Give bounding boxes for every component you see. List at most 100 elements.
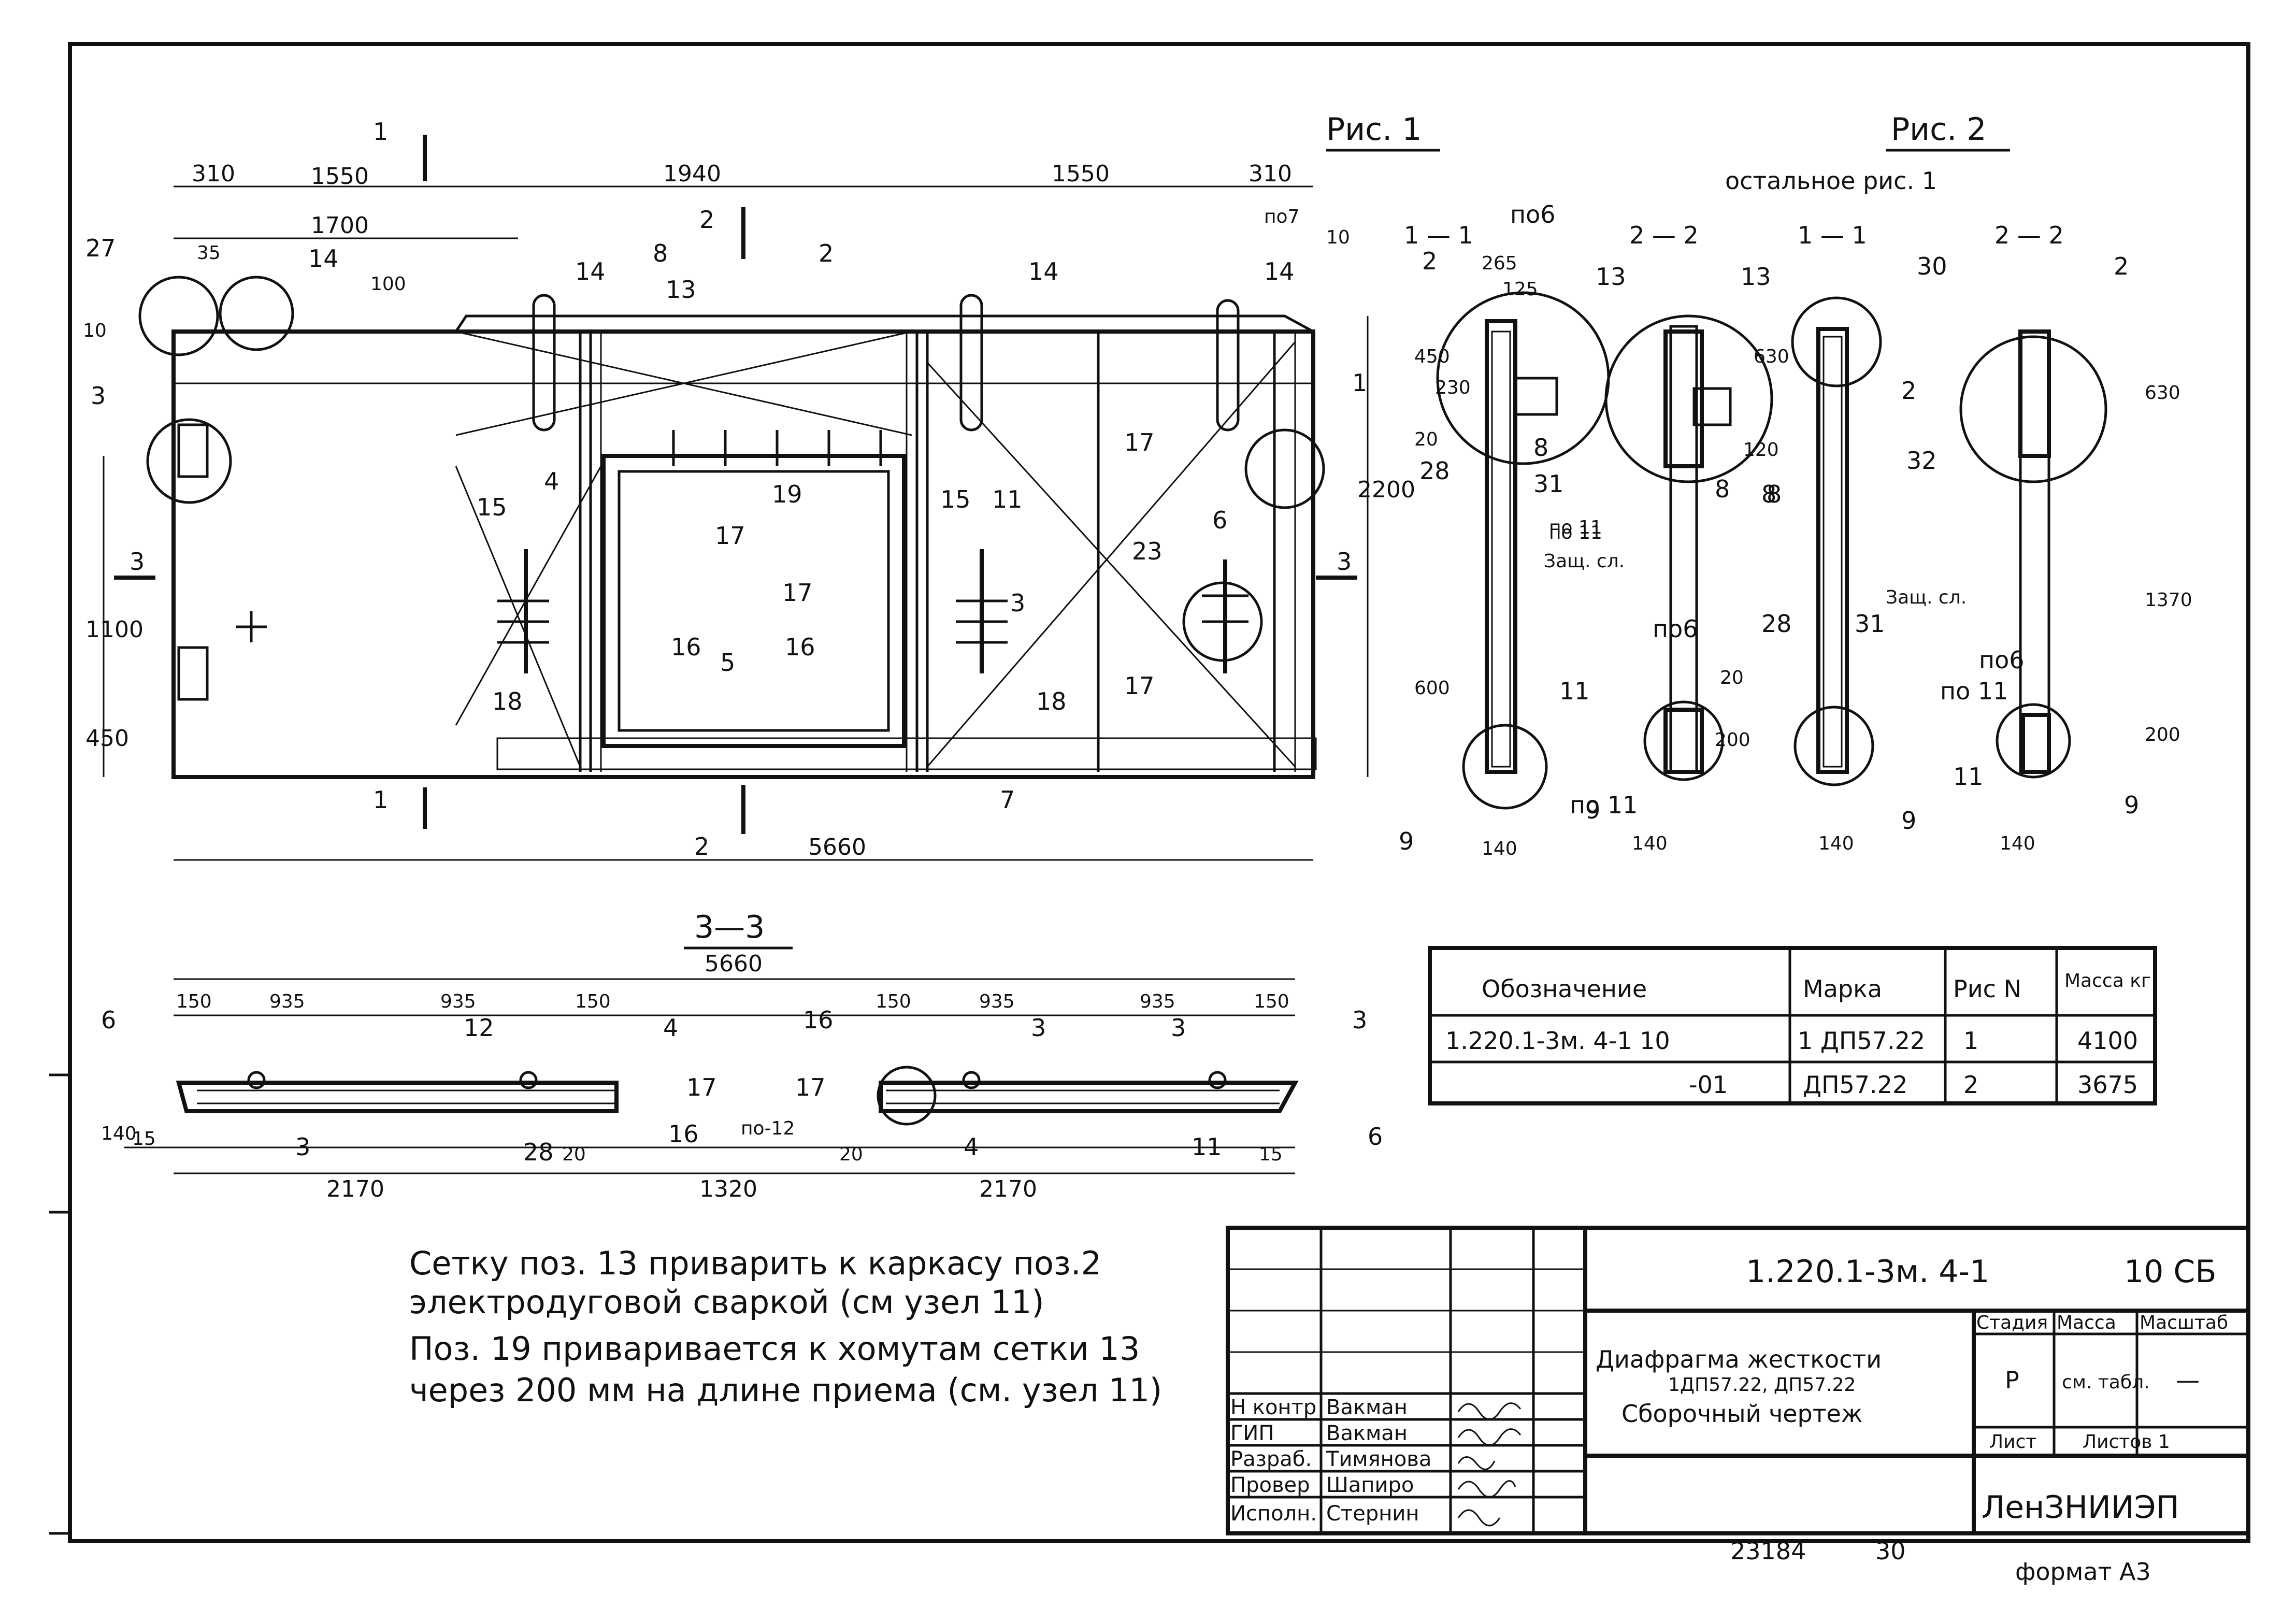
callout: 8 bbox=[653, 239, 668, 267]
section-foot bbox=[2021, 713, 2051, 774]
detail-circle-16 bbox=[877, 1066, 937, 1126]
opening-outer bbox=[601, 454, 906, 748]
dim-label: 200 bbox=[2145, 724, 2180, 745]
callout: 7 bbox=[1000, 786, 1015, 814]
dim-label: 630 bbox=[1754, 346, 1789, 367]
dim-label: 120 bbox=[1743, 439, 1779, 461]
callout: 9 bbox=[1399, 827, 1414, 855]
dim-label: 140 bbox=[1818, 833, 1854, 854]
section-33-body-left bbox=[176, 1081, 619, 1113]
title-name: 1ДП57.22, ДП57.22 bbox=[1668, 1374, 1856, 1396]
title-sheets-label: Листов 1 bbox=[2083, 1431, 2170, 1453]
footer-page: 30 bbox=[1875, 1537, 1906, 1565]
dim-label: 150 bbox=[176, 991, 212, 1012]
section-head bbox=[2018, 329, 2051, 458]
title-stage: Р bbox=[2005, 1366, 2019, 1394]
callout: 31 bbox=[1855, 610, 1885, 638]
dim-label: 20 bbox=[562, 1144, 586, 1165]
detail-circle-3 bbox=[146, 418, 232, 504]
callout: по 11 bbox=[1549, 522, 1602, 543]
section-body bbox=[1485, 319, 1517, 774]
section-title: 1 — 1 bbox=[1404, 221, 1473, 249]
table-cell: 1 bbox=[1963, 1027, 1978, 1055]
sheet-frame bbox=[68, 42, 2250, 1543]
diagonal-bar bbox=[926, 341, 1296, 767]
callout: по 11 bbox=[1549, 517, 1602, 538]
signature-scribble bbox=[1457, 1456, 1496, 1470]
dim-label: 100 bbox=[370, 274, 406, 295]
callout: Защ. сл. bbox=[1544, 551, 1625, 572]
dim-label: 1700 bbox=[311, 212, 369, 239]
signature-name: Шапиро bbox=[1326, 1473, 1414, 1497]
dim-label: 1940 bbox=[663, 161, 721, 187]
title-suffix: 10 СБ bbox=[2124, 1254, 2216, 1290]
callout: 9 bbox=[2124, 791, 2139, 819]
callout: по 11 bbox=[1570, 791, 1638, 819]
callout: 4 bbox=[663, 1014, 678, 1042]
embedded-plate bbox=[177, 646, 209, 701]
dim-label: 1370 bbox=[2145, 590, 2192, 611]
dim-label: 2170 bbox=[979, 1176, 1037, 1202]
table-header: Марка bbox=[1803, 975, 1882, 1003]
callout: 32 bbox=[1906, 447, 1937, 475]
callout: 9 bbox=[1585, 796, 1600, 824]
dim-label: 2170 bbox=[326, 1176, 384, 1202]
section-bracket bbox=[1692, 387, 1732, 426]
table-cell: ДП57.22 bbox=[1803, 1071, 1907, 1099]
callout: 2 bbox=[1422, 247, 1437, 275]
callout: 8 bbox=[1533, 434, 1548, 462]
callout: 28 bbox=[1761, 610, 1792, 638]
table-cell: 4100 bbox=[2077, 1027, 2138, 1055]
dim-label: 230 bbox=[1435, 377, 1471, 398]
panel-top-beam bbox=[173, 331, 1314, 384]
section-33-loop bbox=[962, 1071, 981, 1089]
detail-circle-14 bbox=[219, 276, 294, 351]
signature-scribble bbox=[1457, 1480, 1516, 1498]
dim-label: 1550 bbox=[1052, 161, 1110, 187]
callout: 16 bbox=[671, 633, 701, 661]
section-marker: 2 bbox=[699, 206, 714, 234]
signature-name: Тимянова bbox=[1326, 1447, 1431, 1471]
dim-label: 450 bbox=[85, 725, 129, 752]
title-name: Диафрагма жесткости bbox=[1596, 1345, 1882, 1373]
title-org: ЛенЗНИИЭП bbox=[1982, 1489, 2179, 1526]
dim-label: 20 bbox=[1720, 667, 1744, 688]
detail-circle-bottom bbox=[1793, 706, 1874, 786]
note-line: электродуговой сваркой (см узел 11) bbox=[409, 1283, 1044, 1321]
callout: 15 bbox=[940, 485, 971, 513]
callout: 14 bbox=[1028, 257, 1059, 285]
callout: 3 bbox=[1010, 589, 1025, 617]
callout: 3 bbox=[91, 382, 106, 410]
title-mass-label: Масса bbox=[2057, 1312, 2116, 1333]
dim-label: 935 bbox=[1140, 991, 1175, 1012]
callout: по 11 bbox=[1940, 677, 2008, 705]
callout: 23 bbox=[1132, 537, 1163, 565]
signature-scribble bbox=[1457, 1509, 1501, 1527]
detail-circle-bottom bbox=[1643, 700, 1724, 781]
dim-label: 10 bbox=[83, 320, 107, 341]
dim-label: 935 bbox=[269, 991, 305, 1012]
fig2-title: Рис. 2 bbox=[1891, 111, 1986, 148]
detail-circle-top bbox=[1604, 314, 1773, 483]
detail-circle-top bbox=[1791, 296, 1882, 387]
table-header: Обозначение bbox=[1482, 975, 1647, 1003]
callout: 13 bbox=[666, 276, 696, 304]
callout: по7 bbox=[1264, 206, 1299, 227]
dim-label: 20 bbox=[1414, 429, 1438, 450]
callout: по-12 bbox=[741, 1118, 795, 1139]
title-block bbox=[1226, 1226, 2250, 1535]
callout: 28 bbox=[1419, 457, 1450, 485]
dim-label: 140 bbox=[1482, 838, 1517, 859]
callout: 6 bbox=[1212, 506, 1227, 534]
embedded-plate bbox=[177, 423, 209, 478]
signature-name: Вакман bbox=[1326, 1421, 1408, 1445]
section-33-loop bbox=[247, 1071, 266, 1089]
spec-table bbox=[1428, 946, 2157, 1105]
signature-role: Разраб. bbox=[1230, 1447, 1312, 1471]
detail-circle-bottom bbox=[1462, 724, 1548, 810]
dim-label: 1100 bbox=[85, 616, 144, 643]
callout: 30 bbox=[1917, 252, 1947, 280]
section-marker: 3 bbox=[1337, 548, 1352, 576]
callout: 3 bbox=[1171, 1014, 1186, 1042]
dim-label: 15 bbox=[132, 1128, 156, 1150]
